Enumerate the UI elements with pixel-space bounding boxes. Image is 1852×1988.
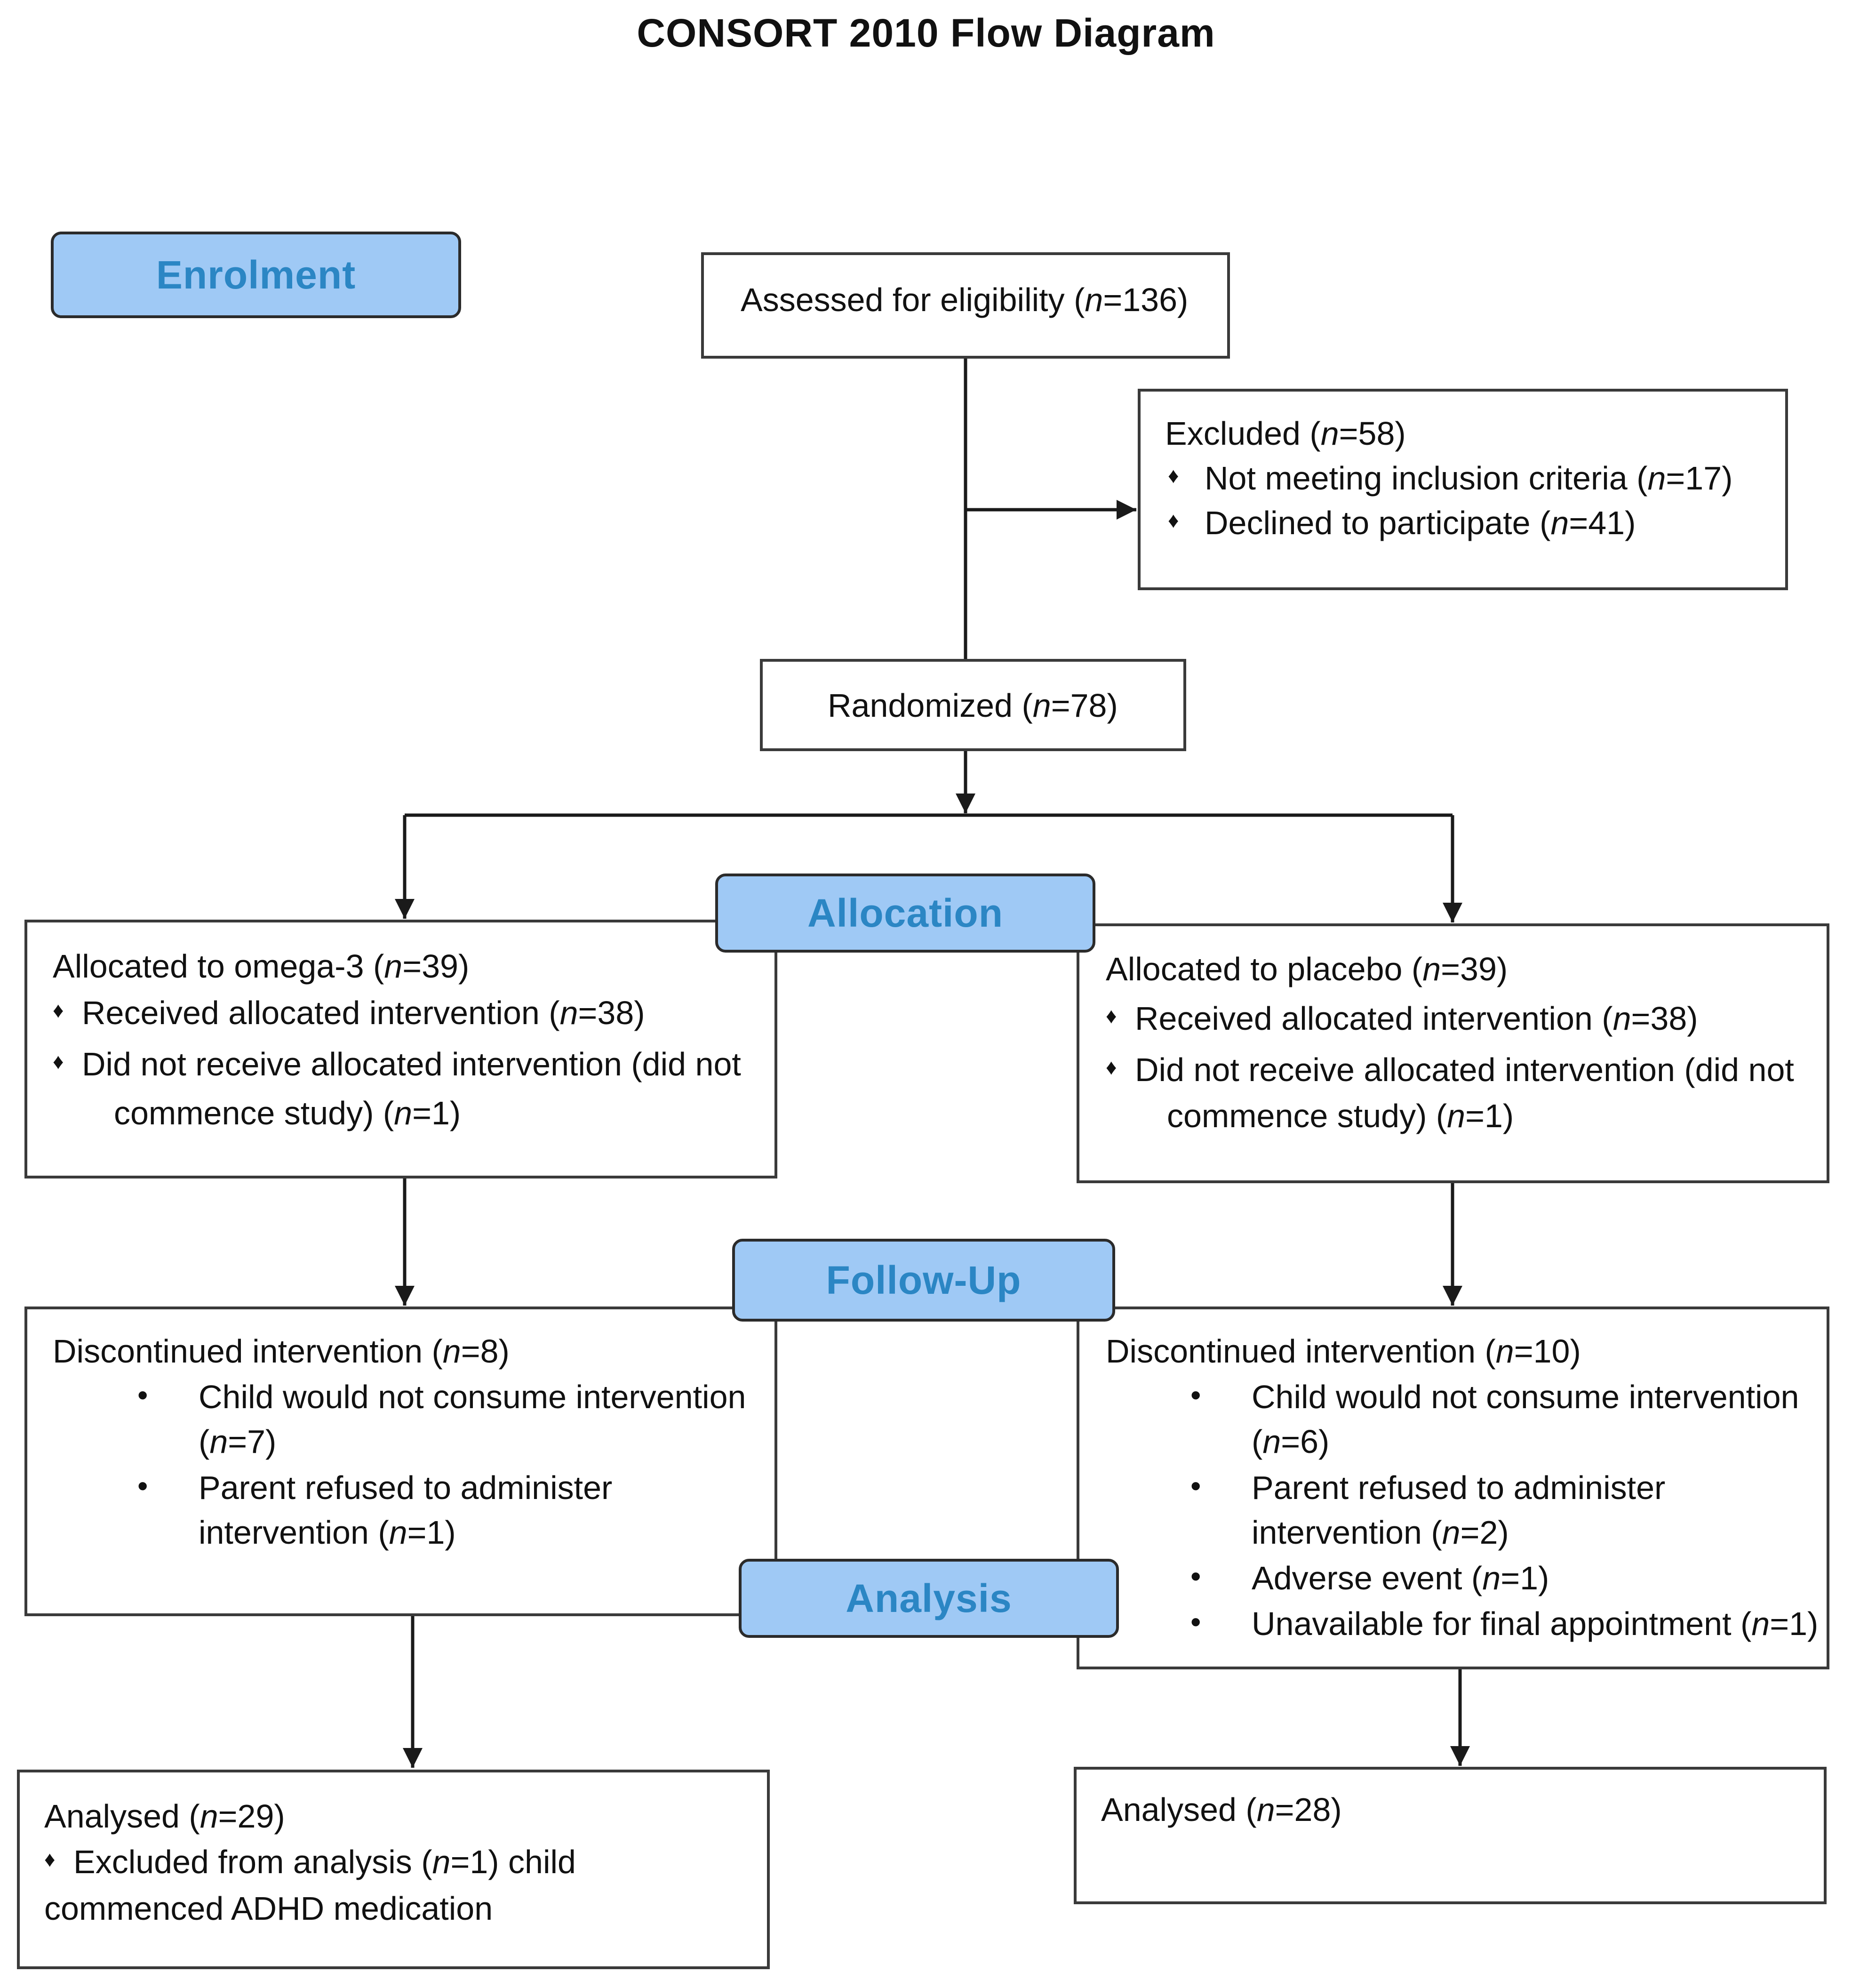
diagram-title: CONSORT 2010 Flow Diagram [637, 11, 1215, 55]
omega3-excluded-line2: commenced ADHD medication [44, 1890, 493, 1927]
dot-bullet-icon: • [1190, 1605, 1201, 1639]
diamond-bullet-icon: ♦ [1106, 1055, 1117, 1080]
assessed-text: Assessed for eligibility (n=136) [741, 281, 1189, 318]
list-item: • Parent refused to administer [53, 1466, 774, 1510]
placebo-analysed-title: Analysed (n=28) [1101, 1791, 1342, 1828]
list-item: ♦ Not meeting inclusion criteria (n=17) [1168, 460, 1733, 497]
excluded-box: Excluded (n=58) ♦ Not meeting inclusion … [1138, 389, 1788, 590]
dot-bullet-icon: • [137, 1468, 148, 1503]
stage-follow-up: Follow-Up [732, 1239, 1115, 1322]
list-item: • Child would not consume intervention [53, 1375, 774, 1419]
omega3-analysis-box: Analysed (n=29) ♦ Excluded from analysis… [17, 1770, 770, 1969]
assessed-for-eligibility-box: Assessed for eligibility (n=136) [701, 252, 1230, 359]
placebo-consume-line2: (n=6) [1252, 1423, 1330, 1460]
diamond-bullet-icon: ♦ [1106, 1003, 1117, 1028]
omega3-consume-line2: (n=7) [199, 1423, 277, 1460]
diamond-bullet-icon: ♦ [44, 1847, 56, 1872]
stage-allocation-label: Allocation [807, 890, 1003, 935]
diamond-bullet-icon: ♦ [53, 998, 64, 1023]
dot-bullet-icon: • [1190, 1378, 1201, 1412]
dot-bullet-icon: • [137, 1378, 148, 1412]
diamond-bullet-icon: ♦ [1168, 508, 1179, 533]
dot-bullet-icon: • [1190, 1468, 1201, 1503]
list-item: • Unavailable for final appointment (n=1… [1106, 1602, 1827, 1646]
randomized-box: Randomized (n=78) [760, 659, 1186, 751]
diamond-bullet-icon: ♦ [53, 1049, 64, 1074]
diamond-bullet-icon: ♦ [1168, 463, 1179, 488]
list-item: • Parent refused to administer [1106, 1466, 1827, 1510]
list-item: ♦ Excluded from analysis (n=1) child [44, 1844, 576, 1881]
list-item: ♦ Declined to participate (n=41) [1168, 505, 1636, 542]
placebo-followup-box: Discontinued intervention (n=10) • Child… [1077, 1307, 1829, 1669]
omega3-not-received-line2: commence study) (n=1) [114, 1094, 461, 1131]
stage-enrolment-label: Enrolment [156, 252, 356, 297]
omega3-allocation-box: Allocated to omega-3 (n=39) ♦ Received a… [24, 920, 777, 1178]
stage-follow-up-label: Follow-Up [826, 1258, 1022, 1302]
dot-bullet-icon: • [1190, 1559, 1201, 1593]
stage-allocation: Allocation [715, 874, 1095, 953]
placebo-refused-line2: intervention (n=2) [1252, 1514, 1509, 1551]
list-item: ♦ Did not receive allocated intervention… [53, 1046, 741, 1083]
placebo-discontinued-title: Discontinued intervention (n=10) [1106, 1333, 1581, 1370]
stage-analysis-label: Analysis [846, 1576, 1012, 1620]
omega3-allocation-title: Allocated to omega-3 (n=39) [53, 948, 470, 985]
list-item: ♦ Received allocated intervention (n=38) [1106, 1000, 1698, 1037]
omega3-followup-box: Discontinued intervention (n=8) • Child … [24, 1307, 777, 1616]
list-item: • Child would not consume intervention [1106, 1375, 1827, 1419]
placebo-not-received-line2: commence study) (n=1) [1167, 1097, 1514, 1134]
list-item: ♦ Received allocated intervention (n=38) [53, 994, 645, 1032]
list-item: ♦ Did not receive allocated intervention… [1106, 1051, 1794, 1089]
list-item: • Adverse event (n=1) [1106, 1556, 1827, 1601]
omega3-discontinued-title: Discontinued intervention (n=8) [53, 1333, 510, 1370]
omega3-refused-line2: intervention (n=1) [199, 1514, 456, 1551]
randomized-text: Randomized (n=78) [828, 687, 1118, 724]
stage-enrolment: Enrolment [51, 232, 461, 318]
placebo-analysis-box: Analysed (n=28) [1074, 1767, 1827, 1904]
placebo-allocation-title: Allocated to placebo (n=39) [1106, 951, 1508, 987]
placebo-allocation-box: Allocated to placebo (n=39) ♦ Received a… [1077, 923, 1829, 1183]
excluded-title: Excluded (n=58) [1165, 415, 1406, 452]
omega3-analysed-title: Analysed (n=29) [44, 1798, 285, 1835]
stage-analysis: Analysis [739, 1559, 1119, 1638]
